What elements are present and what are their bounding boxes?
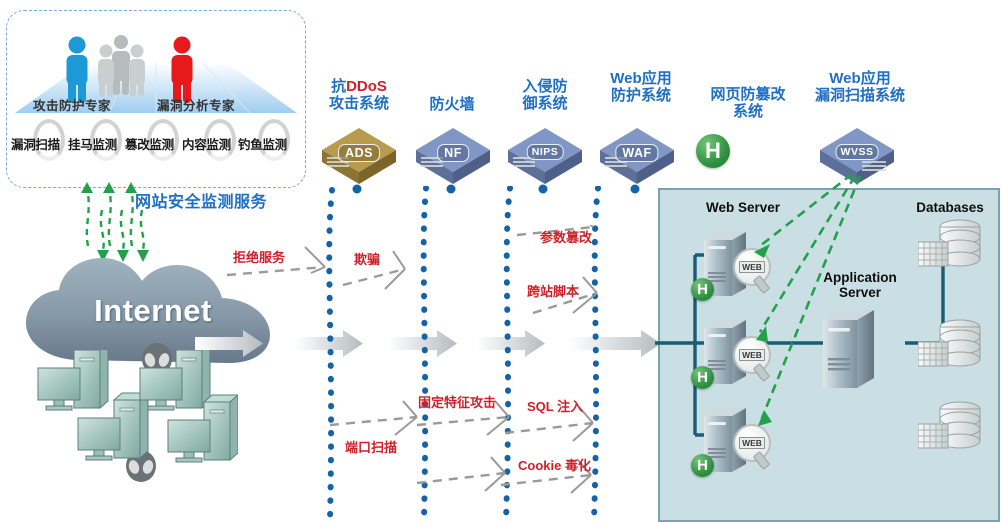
device-tag-waf: WAF [615, 144, 659, 162]
h-badge-icon-1: H [697, 281, 708, 298]
monitor-label-tamper: 篡改监测 [125, 138, 174, 152]
database-2[interactable] [917, 318, 982, 381]
server-icon [823, 310, 874, 388]
monitor-label-content: 内容监测 [182, 138, 231, 152]
device-tag-nips: NIPS [526, 144, 564, 160]
device-web-vulnerability-scan-system[interactable]: WVSS [820, 128, 894, 184]
database-1[interactable] [917, 218, 982, 281]
wvss-scan-arrows [754, 172, 862, 426]
device-status-dot-waf [630, 184, 640, 194]
attack-label-sql-injection: SQL 注入 [527, 399, 584, 414]
monitor-label-vulnerability-scan: 漏洞扫描 [11, 138, 60, 152]
web-tag-2: WEB [739, 349, 765, 361]
monitor-label-phishing: 钓鱼监测 [238, 138, 287, 152]
app-server-line1: Application [823, 270, 897, 285]
monitor-ring-icon-3 [204, 119, 236, 161]
device-title-ads: 抗DDoS 攻击系统 [315, 78, 403, 112]
device-tag-ads: ADS [338, 144, 380, 162]
device-title-nips: 入侵防 御系统 [508, 78, 582, 112]
device-web-tamper-proof-system[interactable]: H [696, 134, 730, 168]
device-title-wvss-line1: Web应用 [829, 70, 891, 87]
application-server[interactable] [818, 310, 874, 395]
monitor-ring-icon-0 [33, 119, 65, 161]
web-magnifier-icon-1: WEB [733, 248, 771, 286]
device-title-nips-line1: 入侵防 [522, 78, 568, 95]
device-title-tamperproof-line1: 网页防篡改 [710, 86, 786, 103]
website-security-monitoring-panel: 攻击防护专家 漏洞分析专家 漏洞扫描 挂马监测 篡改监测 内容监测 钓鱼监测 [6, 10, 306, 188]
attack-label-cookie-poisoning: Cookie 毒化 [518, 458, 591, 473]
device-firewall[interactable]: NF [416, 128, 490, 184]
zone-label-databases: Databases [916, 200, 984, 215]
device-title-wvss-line2: 漏洞扫描系统 [814, 87, 905, 104]
device-status-dot-ads [352, 184, 362, 194]
device-title-wvss: Web应用 漏洞扫描系统 [798, 70, 922, 104]
attack-label-fixed-signature: 固定特征攻击 [418, 395, 497, 410]
h-badge-icon: H [705, 138, 721, 163]
internet-label: Internet [94, 293, 212, 328]
zone-label-web-server: Web Server [705, 200, 781, 215]
monitor-label-webshell: 挂马监测 [68, 138, 117, 152]
expert-label-vulnerability-analysis: 漏洞分析专家 [157, 99, 236, 113]
internet-cloud [26, 258, 270, 363]
attack-label-port-scan: 端口扫描 [345, 440, 398, 455]
database-icon [917, 401, 981, 449]
monitor-ring-icon-1 [90, 119, 122, 161]
attack-defense-expert-icon [66, 36, 88, 103]
security-boundary-lines [326, 186, 601, 522]
attack-label-cross-site-script: 跨站脚本 [527, 284, 580, 299]
attack-vector-arrows-upper [226, 225, 598, 315]
attack-label-spoofing: 欺骗 [354, 252, 381, 267]
device-title-firewall-line1: 防火墙 [429, 96, 475, 113]
client-computers [37, 350, 238, 463]
device-title-waf-line1: Web应用 [610, 70, 672, 87]
attack-vector-arrows-lower [329, 400, 594, 494]
h-badge-icon-2: H [697, 369, 708, 386]
monitoring-uplink-arrows [81, 182, 137, 247]
appliance-icon [416, 128, 490, 184]
service-title: 网站安全监测服务 [135, 194, 268, 211]
expert-label-attack-defense: 攻击防护专家 [33, 99, 112, 113]
device-status-dot-nf [446, 184, 456, 194]
tamperproof-badge-server-3: H [691, 454, 714, 477]
web-tag-1: WEB [739, 261, 765, 273]
web-tag-3: WEB [739, 437, 765, 449]
device-title-firewall: 防火墙 [415, 96, 489, 113]
expert-figures [66, 35, 193, 103]
device-anti-ddos-system[interactable]: ADS [322, 128, 396, 184]
device-title-nips-line2: 御系统 [522, 95, 568, 112]
vulnerability-analysis-expert-icon [171, 36, 193, 103]
attack-label-denial-of-service: 拒绝服务 [233, 250, 286, 265]
tamperproof-badge-server-2: H [691, 366, 714, 389]
device-title-waf-line2: 防护系统 [610, 87, 671, 104]
database-icon [917, 219, 981, 267]
generic-staff-icons [112, 35, 130, 95]
traffic-flow-arrows [195, 330, 661, 357]
web-magnifier-icon-2: WEB [733, 336, 771, 374]
database-3[interactable] [917, 400, 982, 463]
h-badge-icon-3: H [697, 457, 708, 474]
device-tag-wvss: WVSS [835, 144, 879, 160]
device-web-application-firewall[interactable]: WAF [600, 128, 674, 184]
device-status-dot-nips [538, 184, 548, 194]
database-icon [917, 319, 981, 367]
device-title-ads-line1: 抗DDoS [331, 78, 387, 95]
device-title-tamperproof: 网页防篡改 系统 [700, 86, 796, 120]
tamperproof-badge-server-1: H [691, 278, 714, 301]
device-title-tamperproof-line2: 系统 [732, 103, 763, 120]
device-tag-nf: NF [437, 144, 469, 162]
device-intrusion-prevention-system[interactable]: NIPS [508, 128, 582, 184]
alien-icon-1 [142, 343, 172, 375]
monitoring-downlink-arrows [97, 210, 149, 262]
device-title-ads-line2: 攻击系统 [328, 95, 389, 112]
attack-label-parameter-tampering: 参数篡改 [540, 230, 593, 245]
app-server-line2: Server [838, 285, 882, 300]
monitor-ring-icon-4 [258, 119, 290, 161]
web-magnifier-icon-3: WEB [733, 424, 771, 462]
monitor-ring-icon-2 [147, 119, 179, 161]
device-title-waf: Web应用 防护系统 [595, 70, 687, 104]
zone-label-application-server: Application Server [805, 270, 915, 300]
